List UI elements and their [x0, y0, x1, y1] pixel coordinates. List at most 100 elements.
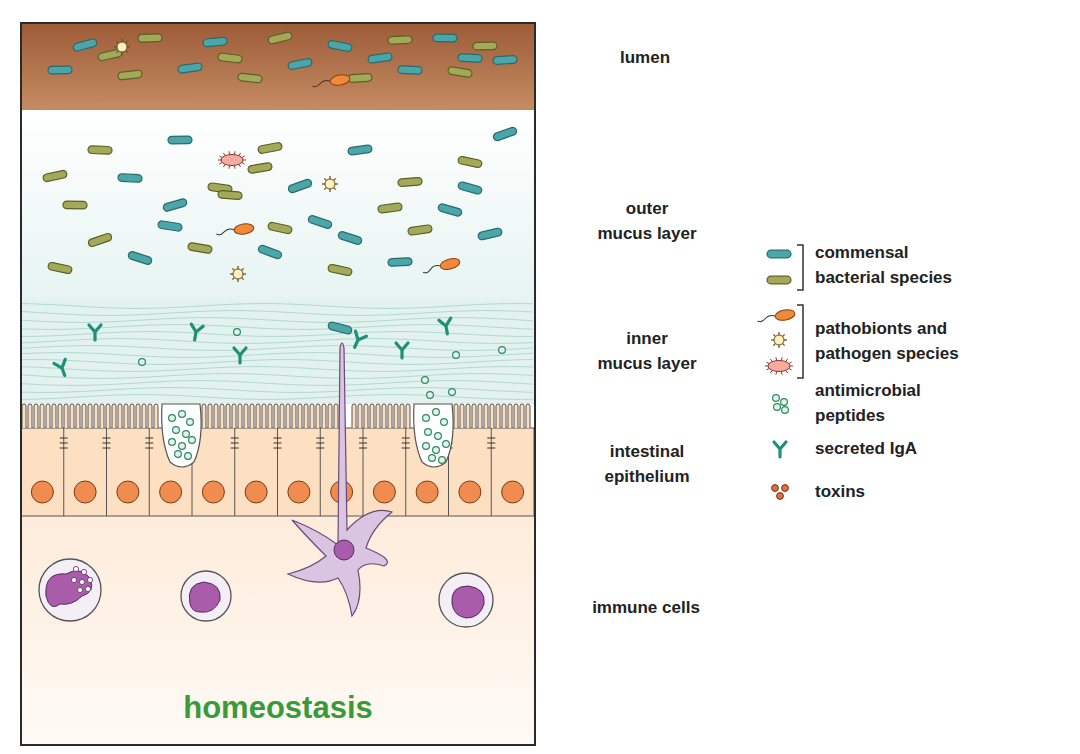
nucleus	[160, 481, 182, 503]
peptide	[425, 429, 432, 436]
cell-border	[149, 428, 150, 516]
bacterium	[168, 136, 192, 144]
peptide	[433, 409, 440, 416]
cell-border	[491, 428, 492, 516]
layer-label: immune cells	[566, 596, 726, 621]
peptide	[773, 395, 780, 402]
tight-junction	[60, 448, 68, 449]
nucleus	[459, 481, 481, 503]
iga	[234, 348, 246, 363]
tight-junction	[359, 438, 367, 439]
toxin	[777, 493, 784, 500]
tight-junction	[231, 438, 239, 439]
pathobiont	[422, 257, 461, 276]
pathobiont	[757, 308, 796, 324]
peptide	[169, 439, 176, 446]
panel-caption: homeostasis	[22, 690, 534, 726]
peptide	[175, 451, 182, 458]
cell-border	[320, 428, 321, 516]
bacterium	[48, 66, 72, 74]
mucus-strand	[21, 381, 533, 386]
layer-label: lumen	[570, 46, 720, 71]
bacterium	[473, 42, 497, 50]
tight-junction	[103, 448, 111, 449]
panel-frame: homeostasis	[20, 22, 536, 746]
bacterium	[158, 220, 183, 231]
tight-junction	[145, 438, 153, 439]
bacterium	[258, 142, 283, 154]
peptide	[453, 352, 460, 359]
nucleus	[74, 481, 96, 503]
nucleus	[117, 481, 139, 503]
immune-region	[21, 428, 534, 744]
microvilli	[22, 404, 530, 428]
legend-text: commensal bacterial species	[815, 241, 983, 290]
tight-junction	[359, 448, 367, 449]
peptide	[774, 404, 781, 411]
mucus-strand	[21, 318, 533, 323]
tight-junction	[231, 443, 239, 444]
tight-junction	[60, 443, 68, 444]
bacterium	[203, 37, 228, 47]
bacterium	[368, 52, 393, 63]
bacterium	[218, 53, 243, 63]
peptide	[782, 407, 789, 414]
bacterium	[433, 34, 457, 42]
iga	[774, 442, 786, 457]
toxin	[782, 485, 789, 492]
inner-mucus-band	[21, 300, 534, 404]
mucus-strand	[21, 339, 533, 344]
pathobiont	[230, 266, 246, 282]
bacterium	[388, 258, 412, 267]
mucus-strand	[21, 332, 533, 337]
peptide	[179, 411, 186, 418]
mucus-strand	[21, 388, 533, 393]
tight-junction	[402, 448, 410, 449]
bacterium	[188, 242, 213, 253]
tight-junction	[60, 438, 68, 439]
layer-label: outer mucus layer	[597, 197, 697, 246]
mucus-strands	[21, 304, 533, 400]
bacterium	[448, 66, 473, 78]
cell-border	[106, 428, 107, 516]
bacterium	[493, 55, 517, 64]
tight-junction	[487, 443, 495, 444]
cell-border	[405, 428, 406, 516]
cell-border	[234, 428, 235, 516]
peptide	[427, 392, 434, 399]
legend-bracket	[797, 245, 803, 290]
bacterium	[348, 145, 373, 156]
legend-bracket	[797, 305, 803, 378]
tight-junction	[316, 438, 324, 439]
pathobiont	[322, 176, 338, 192]
bacterium	[72, 38, 97, 52]
legend-text: toxins	[815, 480, 983, 505]
mucus-strand	[21, 311, 533, 316]
nucleus	[245, 481, 267, 503]
nucleus	[373, 481, 395, 503]
iga	[89, 325, 101, 340]
iga	[439, 318, 453, 335]
bacterium	[492, 126, 517, 141]
epithelium-cells	[21, 428, 534, 516]
tight-junction	[231, 448, 239, 449]
iga	[349, 331, 366, 350]
bacterium	[477, 228, 502, 241]
bacterium	[398, 66, 422, 75]
bacterium	[267, 31, 292, 44]
mucus-strand	[21, 367, 533, 372]
peptide	[234, 329, 241, 336]
nucleus	[502, 481, 524, 503]
mucus-strand	[21, 360, 533, 365]
peptide	[441, 419, 448, 426]
bacterium	[378, 203, 403, 214]
peptide	[183, 431, 190, 438]
bacterium	[238, 73, 263, 83]
bacterium	[767, 276, 791, 284]
nucleus	[31, 481, 53, 503]
cell-border	[363, 428, 364, 516]
tight-junction	[402, 438, 410, 439]
pathobiont	[114, 39, 130, 55]
legend-text: pathobionts and pathogen species	[815, 317, 983, 366]
